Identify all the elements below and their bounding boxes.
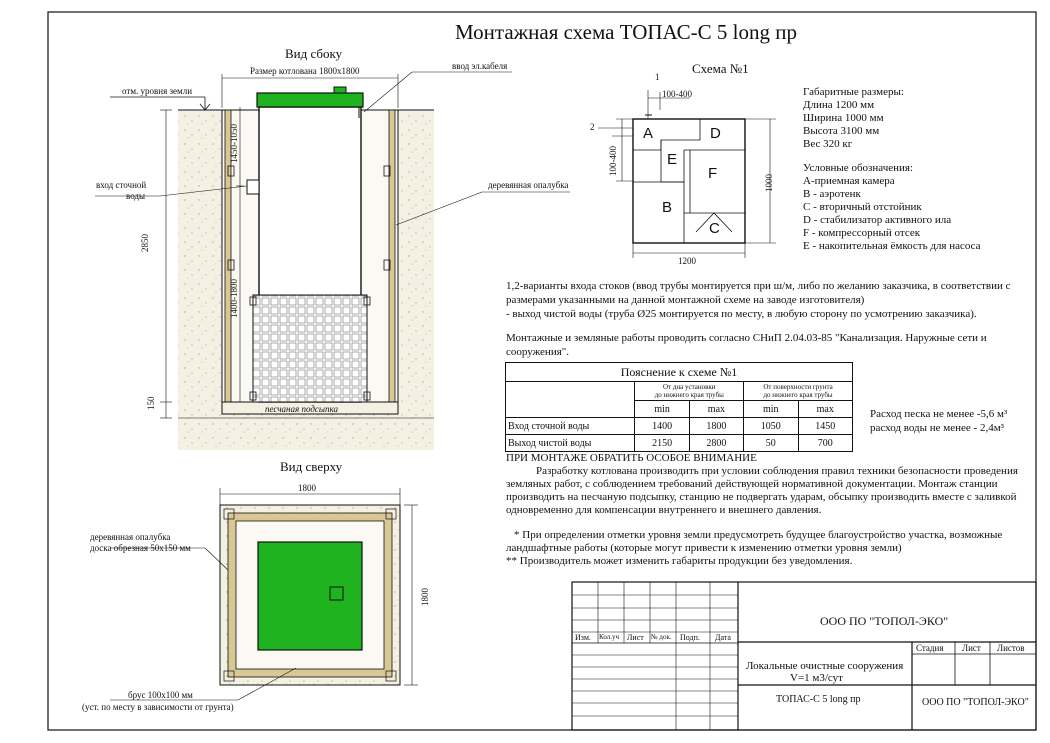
table-min-2: min [743,400,799,418]
dim-1450-1050: 1450-1050 [229,124,239,163]
dims-width: Ширина 1000 мм [803,112,884,124]
top-view-drawing [110,488,418,701]
tb-desc-2: V=1 м3/сут [790,672,843,684]
legend-e: Е - накопительная ёмкость для насоса [803,240,981,252]
tb-sheets: Листов [997,643,1025,653]
dim-2850: 2850 [140,234,150,252]
scheme-1-drawing [598,90,776,258]
table-max-2: max [797,400,853,418]
legend-heading: Условные обозначения: [803,162,914,174]
top-formwork-label-2: доска обрезная 50х150 мм [90,543,191,553]
sand-bed-label: песчаная подсыпка [265,404,338,414]
note-1-line-1: 1,2-варианты входа стоков (ввод трубы мо… [506,280,1011,292]
attention-line-5: * При определении отметки уровня земли п… [514,529,1003,541]
sewage-inlet-label-2: воды [126,191,146,201]
attention-line-2: земляных работ, с соблюдением требований… [506,478,998,490]
cable-entry-label: ввод эл.кабеля [452,61,508,71]
dims-heading: Габаритные размеры: [803,86,904,98]
sand-consumption: Расход песка не менее -5,6 м³ [870,408,1008,420]
top-formwork-label-1: деревянная опалубка [90,532,171,542]
table-row: Вход сточной воды 1400 1800 1050 1450 [504,417,853,435]
dims-length: Длина 1200 мм [803,99,875,111]
note-2-line-1: Монтажные и земляные работы проводить со… [506,332,987,344]
tb-sheet: Лист [962,643,981,653]
sheet-title: Монтажная схема ТОПАС-С 5 long пр [455,20,798,44]
compartment-f: F [708,165,718,182]
compartment-e: E [667,151,678,168]
table-row: Выход чистой воды 2150 2800 50 700 [504,434,853,452]
sewage-inlet-label-1: вход сточной [96,180,147,190]
sheet-frame [47,11,1037,731]
legend-f: F - компрессорный отсек [803,227,921,239]
tb-col-kol: Кол.уч [599,633,619,641]
tb-company: ООО ПО "ТОПОЛ-ЭКО" [820,614,949,628]
side-view-drawing [95,71,570,450]
attention-line-6: ландшафтные работы (которые могут привес… [506,542,902,554]
formwork-label: деревянная опалубка [488,180,569,190]
soil-left [178,110,222,410]
station-grid [252,294,368,403]
dim-1400-1800: 1400-1800 [229,279,239,318]
dim-150: 150 [146,396,156,411]
dims-weight: Вес 320 кг [803,138,853,150]
tb-col-data: Дата [715,633,731,642]
table-min-1: min [634,400,690,418]
table-max-1: max [688,400,745,418]
top-view-title: Вид сверху [280,459,343,474]
dim-1000: 1000 [764,174,774,192]
dim-1200: 1200 [678,256,696,266]
tb-col-ndok: № док. [651,633,672,641]
scheme-mark-1: 1 [655,72,660,82]
top-dim-height: 1800 [420,588,430,606]
formwork-right [388,109,396,403]
beam-label-2: (уст. по месту в зависимости от грунта) [82,702,234,712]
legend-a: А-приемная камера [803,175,895,187]
beam-label-1: брус 100х100 мм [128,690,193,700]
top-view-lid [257,541,363,651]
tb-company-2: ООО ПО "ТОПОЛ-ЭКО" [922,697,1029,708]
water-consumption: расход воды не менее - 2,4м³ [870,422,1004,434]
compartment-c: C [709,220,720,237]
side-view-title: Вид сбоку [285,46,343,61]
legend-d: D - стабилизатор активного ила [803,214,952,226]
attention-heading: ПРИ МОНТАЖЕ ОБРАТИТЬ ОСОБОЕ ВНИМАНИЕ [506,452,757,464]
legend-c: С - вторичный отстойник [803,201,922,213]
compartment-b: B [662,199,673,216]
attention-line-1: Разработку котлована производить при усл… [536,465,1018,477]
tb-col-izm: Изм. [575,633,591,642]
tb-col-podp: Подп. [680,633,700,642]
note-1-line-2: размерами указанными на данной монтажной… [506,294,865,306]
dims-height: Высота 3100 мм [803,125,880,137]
compartment-d: D [710,125,721,142]
top-dim-width: 1800 [298,483,316,493]
soil-right [398,110,434,410]
attention-line-3: производить на песчаную подсыпку, станци… [506,491,1017,503]
compartment-a: A [643,125,654,142]
note-2-line-2: сооружения". [506,346,570,358]
legend-b: В - аэротенк [803,188,861,200]
tb-stage: Стадия [916,643,944,653]
note-1-line-3: - выход чистой воды (труба Ø25 монтирует… [506,308,977,320]
tb-product: ТОПАС-С 5 long пр [776,694,861,705]
inlet-pipe [246,179,260,195]
table-caption: Пояснение к схеме №1 [505,362,853,382]
title-block-grid [571,581,1037,731]
scheme-mark-2: 2 [590,122,595,132]
dim-100-400-top: 100-400 [662,89,692,99]
soil-bottom [178,410,434,450]
pit-size-label: Размер котлована 1800х1800 [250,66,360,76]
tb-col-list: Лист [627,633,644,642]
tb-desc-1: Локальные очистные сооружения [746,660,904,672]
ground-level-label: отм. уровня земли [122,86,193,96]
scheme-title: Схема №1 [692,61,749,76]
dim-100-400-left: 100-400 [608,146,618,176]
attention-line-7: ** Производитель может изменить габариты… [506,555,853,567]
attention-line-4: одновременно для компенсации внутреннего… [506,504,822,516]
station-lid [256,92,364,108]
